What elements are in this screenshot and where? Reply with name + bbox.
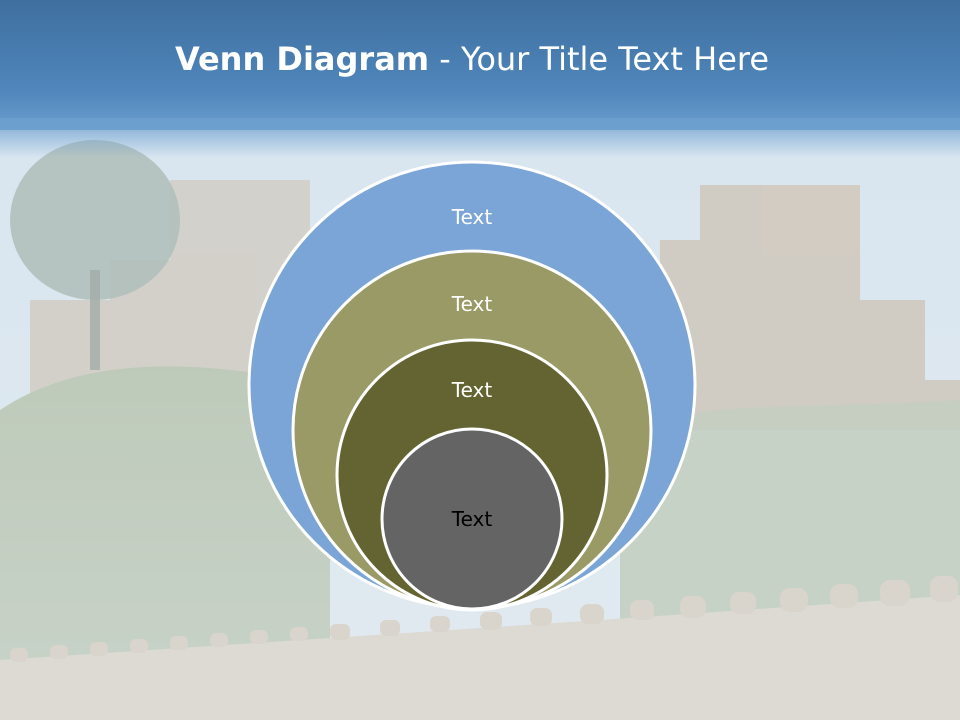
- title-bar-fade: [0, 118, 960, 158]
- tree: [10, 140, 180, 370]
- circle-third-label: Text: [451, 378, 493, 402]
- slide-title-rest: - Your Title Text Here: [429, 40, 770, 78]
- front-wall: [0, 576, 960, 720]
- bushes-right: [620, 400, 960, 620]
- circle-outer-label: Text: [451, 205, 493, 229]
- circle-inner: [380, 427, 564, 611]
- hill: [0, 366, 330, 660]
- slide-title-bold: Venn Diagram: [174, 40, 430, 78]
- circle-inner-label: Text: [451, 507, 493, 531]
- slide-title: Venn Diagram - Your Title Text Here: [0, 40, 944, 78]
- title-bar: [0, 0, 960, 130]
- circle-second-label: Text: [451, 292, 493, 316]
